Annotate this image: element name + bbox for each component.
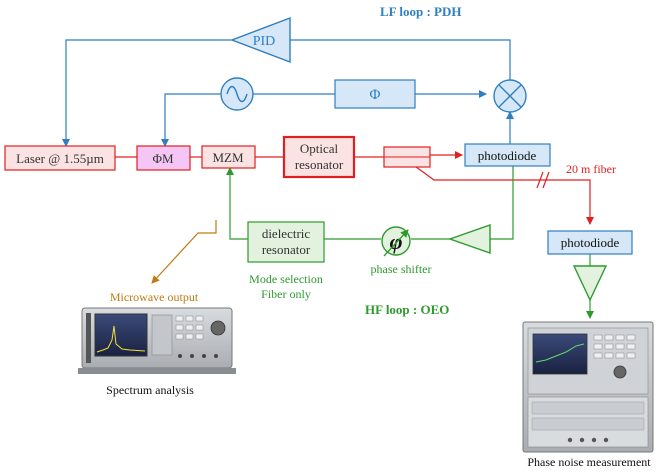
dielectric-label-1: dielectric — [262, 226, 311, 241]
dielectric-resonator-block[interactable]: dielectric resonator — [247, 221, 325, 263]
phase-modulator-block[interactable]: ΦM — [136, 145, 191, 171]
phase-shifter-arrow-icon — [383, 229, 409, 257]
fiber-break-2 — [542, 171, 550, 189]
osc-to-pm-line — [161, 93, 221, 147]
phase-modulator-label: ΦM — [152, 151, 174, 166]
mzm-label: MZM — [212, 150, 244, 165]
fiber-break-1 — [536, 171, 544, 189]
hf-amplifier[interactable] — [447, 224, 491, 254]
photodiode-main-label: photodiode — [478, 148, 537, 163]
phase-block[interactable]: Φ — [334, 79, 416, 109]
photodiode-secondary-label: photodiode — [561, 235, 620, 250]
mixer-cross-icon — [498, 84, 522, 108]
pid-label: PID — [253, 34, 276, 49]
optical-resonator-label-1: Optical — [300, 141, 339, 156]
microwave-output-line — [151, 220, 217, 284]
phase-shifter-label: phase shifter — [371, 262, 432, 276]
photodiode-main-block[interactable]: photodiode — [464, 143, 551, 167]
oscillator[interactable] — [220, 77, 254, 111]
microwave-output-label: Microwave output — [110, 290, 199, 304]
pid-amplifier[interactable]: PID — [230, 16, 291, 64]
optical-resonator-block[interactable]: Optical resonator — [282, 135, 356, 179]
fiber-label: 20 m fiber — [566, 162, 616, 176]
spectrum-analyzer-image — [78, 307, 236, 374]
secondary-amplifier[interactable] — [572, 265, 608, 302]
phase-noise-label: Phase noise measurement — [527, 455, 651, 469]
laser-label: Laser @ 1.55µm — [16, 151, 104, 166]
spectrum-analysis-label: Spectrum analysis — [106, 383, 194, 397]
pd-to-amp-line — [490, 166, 514, 240]
phase-shifter-symbol: φ — [390, 229, 403, 254]
sine-wave-icon — [226, 85, 248, 103]
mzm-block[interactable]: MZM — [201, 145, 256, 169]
phase-noise-instrument-image — [522, 321, 654, 453]
mode-selection-label: Mode selection — [249, 272, 323, 286]
optical-resonator-label-2: resonator — [295, 157, 344, 172]
hf-loop-title: HF loop : OEO — [365, 302, 449, 317]
mixer-to-pid-line — [290, 39, 511, 84]
mixer[interactable] — [493, 79, 527, 113]
phase-label: Φ — [370, 87, 381, 103]
fiber-only-label: Fiber only — [261, 287, 311, 301]
lf-loop-title: LF loop : PDH — [380, 4, 462, 19]
optical-coupler[interactable] — [383, 146, 431, 168]
fiber-line — [411, 163, 594, 225]
pid-to-laser-line — [62, 39, 232, 147]
photodiode-secondary-block[interactable]: photodiode — [547, 230, 633, 255]
laser-block[interactable]: Laser @ 1.55µm — [4, 145, 116, 171]
phase-shifter[interactable]: φ — [381, 226, 411, 257]
dielectric-label-2: resonator — [262, 242, 311, 257]
dielectric-to-mzm-line — [226, 167, 248, 240]
